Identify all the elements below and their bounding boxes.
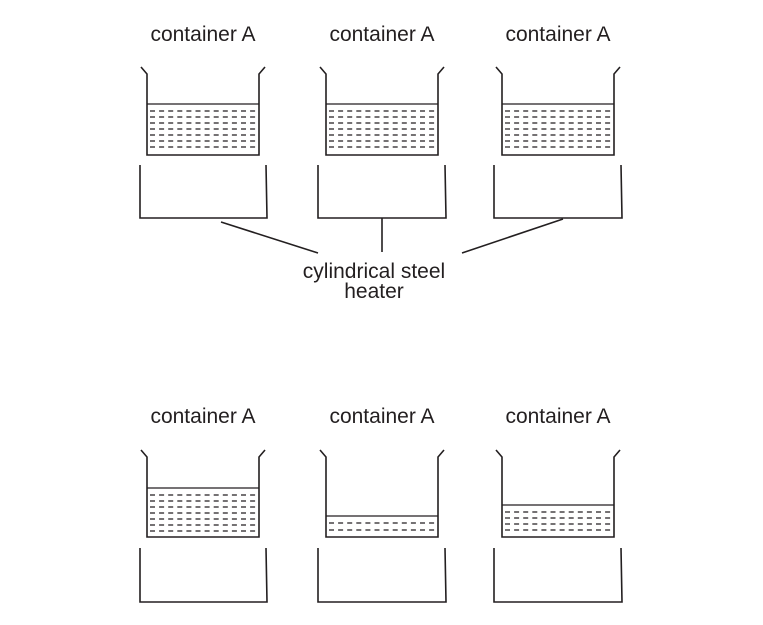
container [495, 449, 621, 538]
container [140, 66, 266, 156]
heater [317, 164, 447, 219]
setup-bottom-left: container A [139, 405, 268, 603]
liquid [150, 110, 257, 148]
liquid [329, 110, 436, 148]
setup-top-middle: container A [317, 23, 447, 219]
heater [139, 164, 268, 219]
setup-bottom-middle: container A [317, 405, 447, 603]
container-label: container A [505, 23, 610, 46]
container-label: container A [150, 405, 255, 428]
heater-leader-lines [220, 218, 564, 254]
container-label: container A [329, 23, 434, 46]
liquid [150, 494, 257, 532]
setup-bottom-right: container A [493, 405, 623, 603]
container-label: container A [150, 23, 255, 46]
container [319, 449, 445, 538]
heater [493, 164, 623, 219]
liquid [505, 110, 612, 148]
bottom-row: container A container A [139, 405, 623, 603]
container-label: container A [505, 405, 610, 428]
heater-label-line2: heater [344, 280, 404, 303]
heater-label-line1: cylindrical steel [303, 260, 445, 283]
heater [317, 547, 447, 603]
container [495, 66, 621, 156]
top-row: container A container A [139, 23, 623, 303]
liquid [329, 522, 436, 531]
container [319, 66, 445, 156]
heater [493, 547, 623, 603]
container [140, 449, 266, 538]
setup-top-left: container A [139, 23, 268, 219]
container-label: container A [329, 405, 434, 428]
liquid [505, 511, 612, 531]
heater [139, 547, 268, 603]
setup-top-right: container A [493, 23, 623, 219]
